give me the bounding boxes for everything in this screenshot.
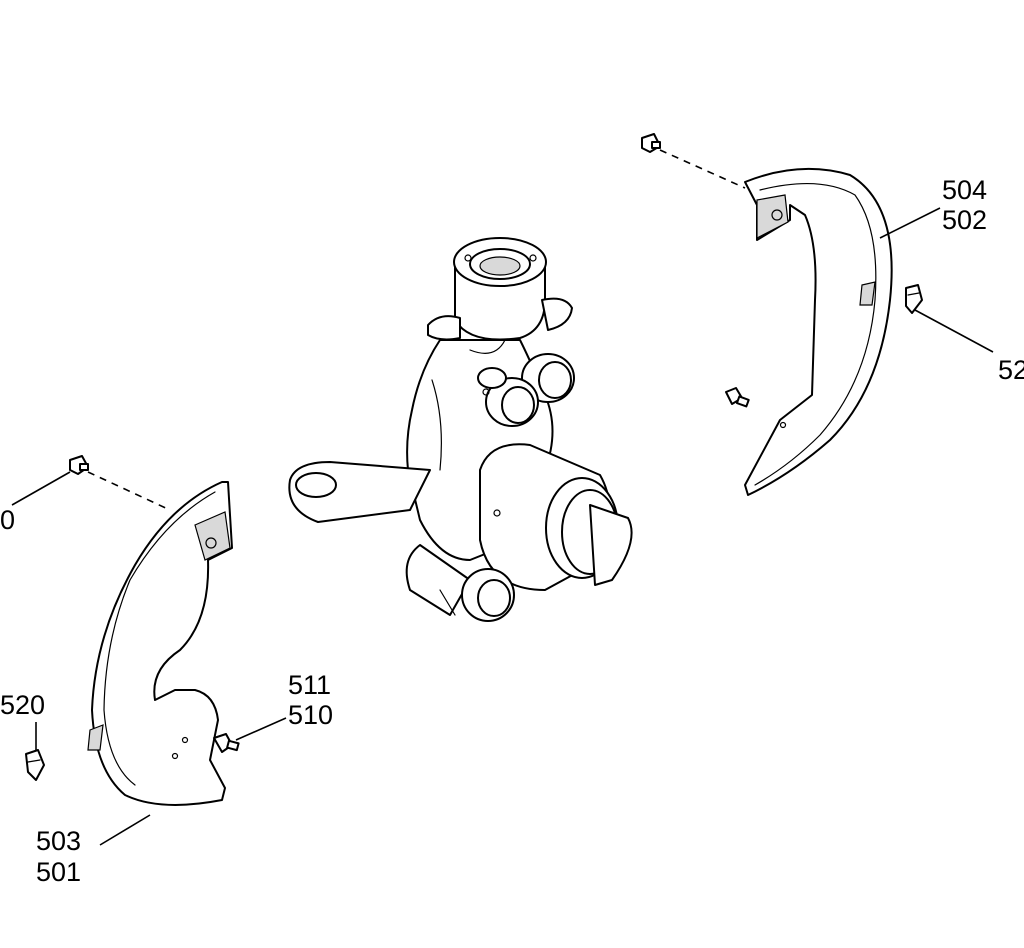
callout-511: 511 <box>288 670 332 700</box>
left-upper-bolt <box>11 455 171 511</box>
callout-510: 510 <box>288 700 334 730</box>
callout-502: 502 <box>942 205 988 235</box>
callout-right-clip: 52 <box>998 355 1024 385</box>
callout-left-bolt: 0 <box>0 505 16 535</box>
left-brake-shield <box>87 481 233 806</box>
left-shield-leader <box>99 814 151 846</box>
center-small-bolt <box>213 717 287 753</box>
right-small-bolt <box>725 387 750 408</box>
right-clip <box>905 284 994 353</box>
steering-knuckle <box>288 237 633 622</box>
callout-504: 504 <box>942 175 988 205</box>
right-shield-leader <box>879 207 941 239</box>
callout-501: 501 <box>36 857 82 887</box>
right-brake-shield <box>744 167 893 496</box>
callout-520: 520 <box>0 690 46 720</box>
callout-503: 503 <box>36 826 82 856</box>
left-clip <box>25 722 45 781</box>
right-upper-bolt <box>641 133 746 189</box>
